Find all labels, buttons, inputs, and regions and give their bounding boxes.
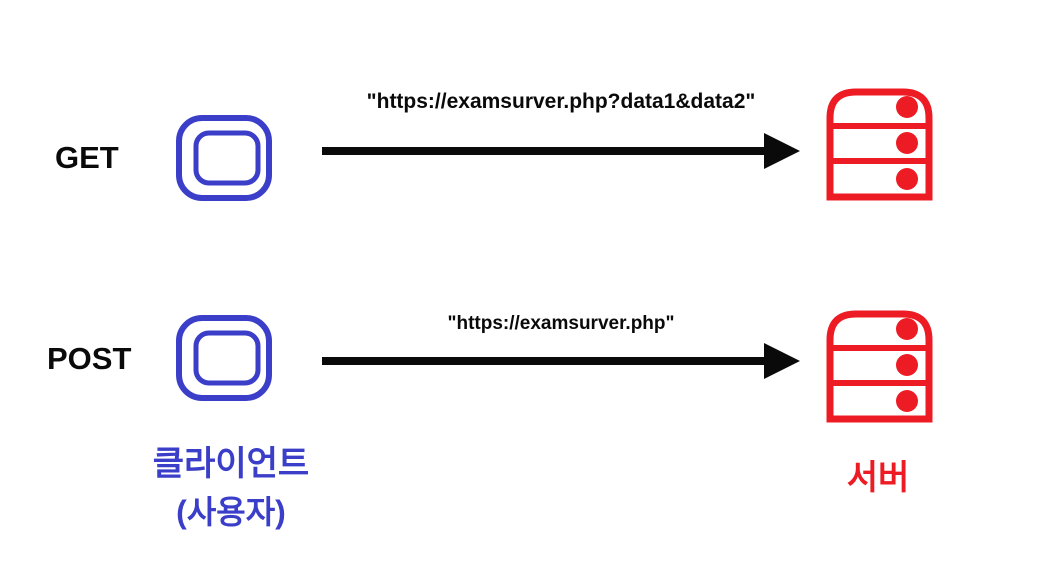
client-caption-line1: 클라이언트	[152, 445, 310, 483]
server-stack-icon	[826, 310, 933, 423]
client-app-icon	[176, 315, 272, 401]
request-url-post: "https://examsurver.php"	[447, 313, 675, 334]
request-url-get: "https://examsurver.php?data1&data2"	[366, 90, 756, 113]
server-stack-icon	[826, 88, 933, 201]
client-caption-line2: (사용자)	[176, 494, 286, 530]
right-arrow-icon	[322, 339, 800, 383]
method-label-post: POST	[47, 341, 132, 376]
right-arrow-icon	[322, 129, 800, 173]
server-caption: 서버	[846, 459, 910, 497]
method-label-get: GET	[55, 140, 119, 175]
client-app-icon	[176, 115, 272, 201]
